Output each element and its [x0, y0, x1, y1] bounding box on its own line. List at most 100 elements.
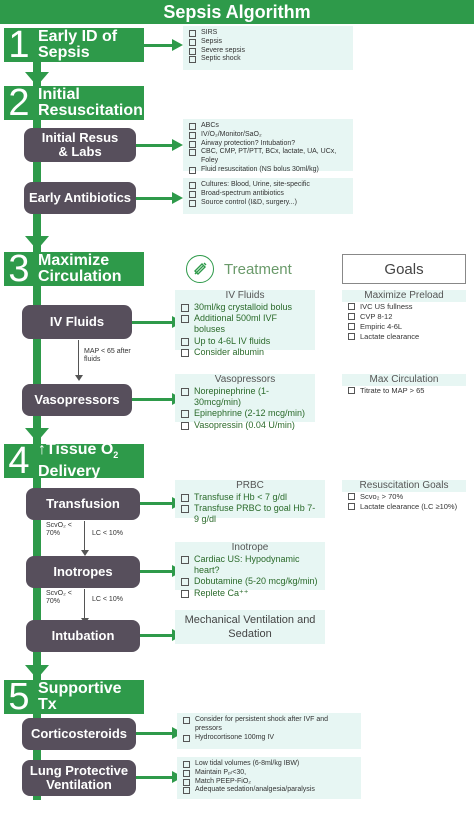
checkbox-icon: [183, 717, 190, 724]
step-label: ↑Tissue O2 Delivery: [38, 441, 119, 480]
corticosteroids-panel: Consider for persistent shock after IVF …: [177, 713, 361, 749]
early-antibiotics-box: Early Antibiotics: [24, 182, 136, 214]
checklist-item: ABCs: [189, 122, 347, 131]
checkbox-icon: [189, 199, 196, 207]
checklist-item: Septic shock: [189, 55, 347, 64]
checklist-item: CBC, CMP, PT/PTT, BCx, lactate, UA, UCx,…: [189, 148, 347, 166]
checklist-item: Airway protection? Intubation?: [189, 140, 347, 149]
arrow-line: [140, 502, 172, 505]
checkbox-icon: [181, 505, 189, 514]
checklist-item: Lactate clearance: [348, 332, 460, 342]
transfusion-box: Transfusion: [26, 488, 140, 520]
checkbox-icon: [348, 333, 355, 340]
checkbox-icon: [189, 123, 196, 130]
checkbox-icon: [181, 315, 189, 324]
arrow-line: [140, 570, 172, 573]
checklist-item: Consider albumin: [181, 347, 309, 358]
intubation-box: Intubation: [26, 620, 140, 652]
map-connector-line: [78, 340, 79, 376]
corticosteroids-box: Corticosteroids: [22, 718, 136, 750]
arrow-line: [136, 144, 172, 147]
resuscitation-goals-title: Resuscitation Goals: [342, 480, 466, 492]
arrow-line: [136, 776, 172, 779]
vasopressors-box: Vasopressors: [22, 384, 132, 416]
checkbox-icon: [189, 47, 196, 55]
step-label: Early ID of Sepsis: [38, 28, 118, 61]
checkbox-icon: [183, 787, 190, 795]
lc-label: LC < 10%: [92, 596, 123, 603]
step-label: Maximize Circulation: [38, 252, 122, 285]
inotrope-panel-title: Inotrope: [175, 542, 325, 554]
vasopressors-panel-title: Vasopressors: [175, 374, 315, 386]
flow-arrow-head: [25, 665, 49, 679]
checklist-item: Norepinephrine (1-30mcg/min): [181, 386, 309, 408]
checklist-item: Fluid resuscitation (NS bolus 30ml/kg): [189, 166, 347, 175]
arrow-line: [136, 197, 172, 200]
max-circulation-list: Titrate to MAP > 65: [342, 386, 466, 400]
arrow-line: [136, 732, 172, 735]
maximize-preload-list: IVC US fullness CVP 8-12 Empiric 4-6L La…: [342, 302, 466, 344]
checkbox-icon: [189, 166, 196, 174]
checklist-item: CVP 8-12: [348, 312, 460, 322]
checkbox-icon: [189, 190, 196, 198]
checklist-item: Dobutamine (5-20 mcg/kg/min): [181, 576, 319, 587]
inotropes-box: Inotropes: [26, 556, 140, 588]
checkbox-icon: [189, 38, 196, 46]
checkbox-icon: [181, 410, 189, 419]
checkbox-icon: [181, 337, 189, 346]
initial-resus-panel: ABCs IV/O₂/Monitor/SaO₂ Airway protectio…: [183, 119, 353, 174]
syringe-icon: [186, 255, 214, 283]
checkbox-icon: [189, 149, 196, 157]
checkbox-icon: [189, 56, 196, 64]
checkbox-icon: [181, 421, 189, 430]
checkbox-icon: [189, 182, 196, 189]
checklist-item: Broad-spectrum antibiotics: [189, 190, 347, 199]
prbc-panel-title: PRBC: [175, 480, 325, 492]
checklist-item: Hydrocortisone 100mg IV: [183, 734, 355, 743]
checklist-item: Match PEEP-FiO₂: [183, 778, 355, 787]
checklist-item: Scvo₂ > 70%: [348, 492, 460, 502]
step-label: Supportive Tx: [38, 680, 122, 713]
checkbox-icon: [183, 778, 190, 786]
lc-connector-line: [84, 521, 85, 551]
checkbox-icon: [348, 387, 355, 394]
arrow-head: [172, 192, 183, 204]
step-number: 1: [8, 24, 30, 66]
checkbox-icon: [181, 589, 189, 598]
checklist-item: Vasopressin (0.04 U/min): [181, 420, 309, 431]
checklist-item: Sepsis: [189, 38, 347, 47]
page-title: Sepsis Algorithm: [0, 0, 474, 24]
lung-protective-panel: Low tidal volumes (6-8ml/kg IBW) Maintai…: [177, 757, 361, 799]
checkbox-icon: [181, 578, 189, 587]
checklist-item: Empiric 4-6L: [348, 322, 460, 332]
step-5-box: 5 Supportive Tx: [4, 678, 144, 716]
checkbox-icon: [183, 734, 190, 742]
step-number: 4: [8, 440, 30, 482]
step-number: 3: [8, 248, 30, 290]
checkbox-icon: [189, 140, 196, 148]
arrow-line: [140, 634, 172, 637]
flow-arrow-head: [25, 72, 49, 86]
checklist-item: Epinephrine (2-12 mcg/min): [181, 408, 309, 419]
checklist-item: 30ml/kg crystalloid bolus: [181, 302, 309, 313]
checklist-item: Low tidal volumes (6-8ml/kg IBW): [183, 760, 355, 769]
checklist-item: Source control (I&D, surgery...): [189, 199, 347, 208]
prbc-panel: Transfuse if Hb < 7 g/dl Transfuse PRBC …: [175, 492, 325, 524]
checklist-item: Up to 4-6L IV fluids: [181, 336, 309, 347]
checkbox-icon: [181, 494, 189, 502]
flow-arrow-head: [25, 236, 49, 250]
step-4-box: 4 ↑Tissue O2 Delivery: [4, 440, 144, 482]
step-label: Initial Resuscitation: [38, 86, 143, 119]
iv-fluids-panel: 30ml/kg crystalloid bolus Additional 500…: [175, 302, 315, 357]
resuscitation-goals-list: Scvo₂ > 70% Lactate clearance (LC ≥10%): [342, 492, 466, 516]
arrow-head: [172, 39, 183, 51]
early-antibiotics-panel: Cultures: Blood, Urine, site-specific Br…: [183, 178, 353, 214]
checkbox-icon: [189, 131, 196, 139]
checklist-item: IVC US fullness: [348, 302, 460, 312]
maximize-preload-title: Maximize Preload: [342, 290, 466, 302]
goals-header: Goals: [342, 254, 466, 284]
initial-resus-box: Initial Resus & Labs: [24, 128, 136, 162]
treatment-label: Treatment: [224, 260, 292, 278]
map-label: MAP < 65 after fluids: [84, 348, 131, 363]
arrow-line: [144, 44, 172, 47]
